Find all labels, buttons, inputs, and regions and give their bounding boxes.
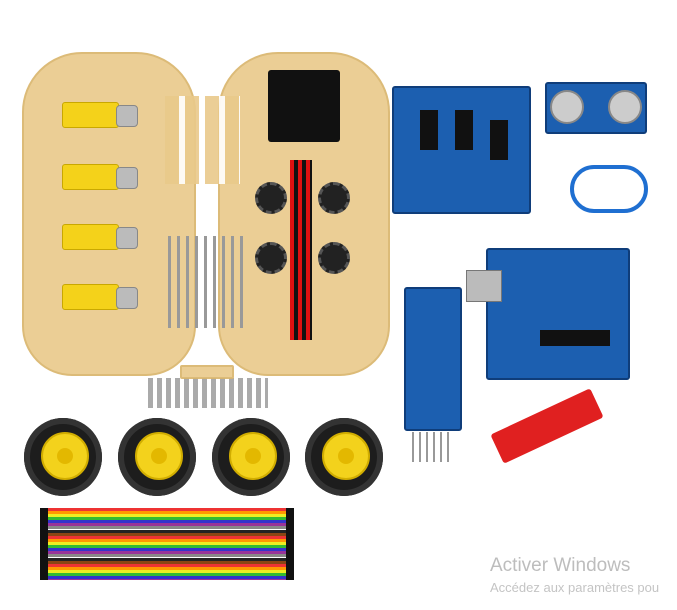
motor-driver-shield (392, 86, 531, 214)
screws-and-spacers (168, 236, 243, 328)
encoder-disc (318, 182, 350, 214)
usb-cable (570, 165, 648, 213)
driver-chip (420, 110, 438, 150)
wheel (305, 418, 383, 496)
gear-motor (62, 224, 138, 250)
battery-wires (290, 160, 312, 340)
encoder-disc (255, 182, 287, 214)
wheel (212, 418, 290, 496)
driver-chip (490, 120, 508, 160)
nuts-and-bolts (148, 378, 268, 408)
wheel (118, 418, 196, 496)
jumper-wires (40, 508, 294, 580)
encoder-disc (255, 242, 287, 274)
bluetooth-module (404, 287, 462, 431)
motor-brackets (165, 96, 240, 184)
switch-plate (180, 365, 234, 379)
ir-line-sensor (490, 388, 604, 464)
gear-motor (62, 284, 138, 310)
gear-motor (62, 164, 138, 190)
wheel (24, 418, 102, 496)
usb-port (466, 270, 502, 302)
activate-windows-title: Activer Windows (490, 555, 631, 576)
ultrasonic-transducer (608, 90, 642, 124)
gear-motor (62, 102, 138, 128)
battery-box (268, 70, 340, 142)
arduino-uno-board (486, 248, 630, 380)
microcontroller-chip (540, 330, 610, 346)
activate-windows-subtitle: Accédez aux paramètres pou (490, 580, 660, 595)
driver-chip (455, 110, 473, 150)
encoder-disc (318, 242, 350, 274)
header-pins (412, 432, 452, 462)
ultrasonic-transducer (550, 90, 584, 124)
